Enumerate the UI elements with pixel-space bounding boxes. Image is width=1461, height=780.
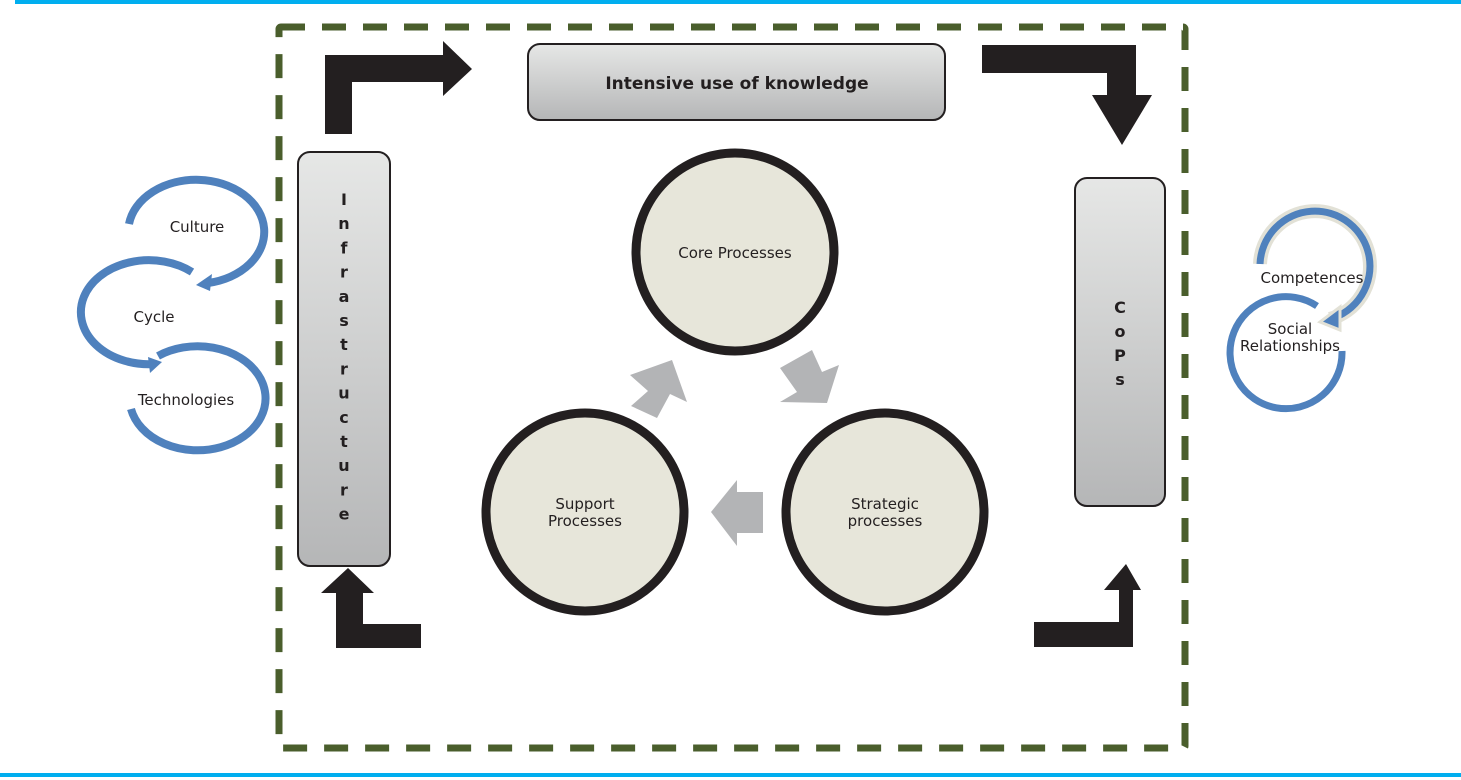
infrastructure-letter: c — [339, 408, 348, 427]
infrastructure-letter: r — [340, 480, 348, 499]
infrastructure-letter: r — [340, 263, 348, 282]
competences-loop-arc — [1256, 207, 1374, 323]
right-cycle-item-competences: Competences — [1261, 269, 1364, 287]
gray-arrow-strategic-to-support — [711, 480, 763, 546]
infrastructure-letter: f — [341, 238, 349, 257]
gray-arrow-support-to-core — [630, 360, 687, 418]
infrastructure-letter: r — [340, 359, 348, 378]
cycle-loop-arc — [76, 256, 195, 369]
infrastructure-letter: a — [339, 287, 350, 306]
core-processes-circle: Core Processes — [631, 148, 839, 356]
social-loop-arc — [1226, 293, 1346, 413]
technologies-loop-arc — [127, 342, 270, 455]
infrastructure-letter: u — [338, 456, 349, 475]
right-cycle-item-relationships: Relationships — [1240, 337, 1340, 355]
cops-letter: P — [1114, 346, 1126, 365]
left-cycle-item-culture: Culture — [170, 218, 225, 236]
cops-letter: o — [1115, 322, 1126, 341]
dashed-frame — [275, 23, 1189, 752]
strategic-processes-label-line2: processes — [848, 512, 923, 530]
intensive-knowledge-label: Intensive use of knowledge — [605, 74, 868, 94]
elbow-arrow-top-right — [982, 45, 1152, 145]
cycle-loop-arrowhead — [148, 357, 162, 373]
cops-letter: s — [1115, 370, 1125, 389]
infrastructure-letter: t — [340, 432, 348, 451]
infrastructure-letter: t — [340, 335, 348, 354]
infrastructure-letter: I — [341, 190, 347, 209]
left-cycle-group: Culture Cycle Technologies — [76, 175, 270, 455]
support-processes-label-line2: Processes — [548, 512, 622, 530]
support-processes-circle: Support Processes — [481, 408, 689, 616]
culture-loop-arrowhead — [196, 274, 212, 291]
right-cycle-group: Competences Social Relationships — [1226, 204, 1377, 413]
elbow-arrow-top-left — [325, 41, 472, 134]
left-cycle-item-cycle: Cycle — [134, 308, 175, 326]
intensive-knowledge-box: Intensive use of knowledge — [527, 43, 946, 121]
competences-loop-arrowhead — [1316, 304, 1342, 333]
gray-arrow-core-to-strategic — [780, 350, 839, 403]
culture-loop-arc — [125, 175, 269, 287]
infrastructure-letter: e — [339, 505, 350, 524]
strategic-processes-label-line1: Strategic — [851, 495, 919, 513]
cops-letter: C — [1114, 298, 1126, 317]
top-rule — [15, 0, 1461, 4]
elbow-arrow-bottom-left — [321, 568, 421, 648]
core-processes-label: Core Processes — [678, 244, 792, 262]
right-cycle-item-social: Social — [1268, 320, 1312, 338]
infrastructure-letter: s — [339, 311, 349, 330]
infrastructure-letter: n — [338, 214, 349, 233]
strategic-processes-circle: Strategic processes — [781, 408, 989, 616]
left-cycle-item-technologies: Technologies — [137, 391, 235, 409]
infrastructure-letter: u — [338, 384, 349, 403]
bottom-rule — [0, 773, 1461, 777]
elbow-arrow-bottom-right — [1034, 564, 1141, 647]
support-processes-label-line1: Support — [555, 495, 614, 513]
